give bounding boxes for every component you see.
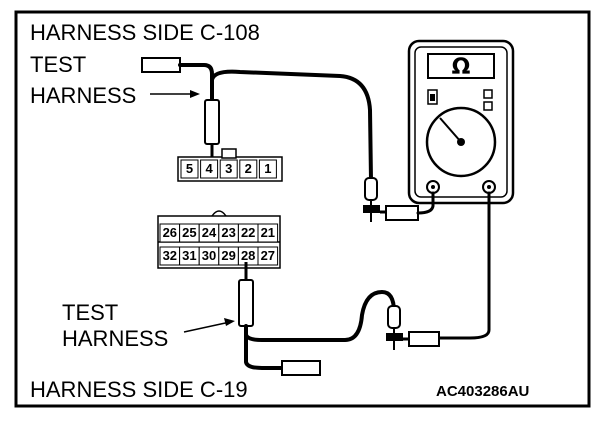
c108-pin-3: 3 — [225, 161, 232, 176]
arrowhead-bottom — [224, 318, 235, 326]
top-title: HARNESS SIDE C-108 — [30, 20, 260, 45]
c108-pin-2: 2 — [245, 161, 252, 176]
bottom-harness-plug — [281, 360, 321, 376]
c19-pin-24: 24 — [202, 225, 217, 240]
top-harness-plug-lead — [178, 63, 214, 102]
c108-pin-1-cell — [258, 159, 277, 179]
c19-pin-27-cell — [257, 246, 279, 266]
ohm-symbol: Ω — [452, 55, 471, 80]
c108-pin-5-cell — [180, 159, 199, 179]
meter-range-button — [427, 89, 438, 105]
c19-pin-29: 29 — [221, 248, 235, 263]
c19-pin-32: 32 — [163, 248, 177, 263]
meter-lead-right — [386, 305, 440, 350]
c19-pin-23: 23 — [221, 225, 235, 240]
c108-pin-4-cell — [200, 159, 219, 179]
bottom-probe-body — [238, 279, 254, 327]
c19-pin-27: 27 — [261, 248, 275, 263]
c108-pin-3-cell — [219, 159, 238, 179]
test-harness-top-line1: TEST — [30, 52, 86, 77]
test-harness-top-line2: HARNESS — [30, 83, 136, 108]
c19-pin-21-cell — [257, 223, 279, 243]
c108-pin-5: 5 — [186, 161, 193, 176]
connector-c19: 26 25 24 23 22 21 32 31 30 29 28 27 — [157, 210, 281, 269]
multimeter: Ω — [407, 39, 515, 205]
c19-pin-30: 30 — [202, 248, 216, 263]
c108-pin-1: 1 — [264, 161, 271, 176]
meter-indicator-1 — [483, 89, 493, 99]
bottom-title: HARNESS SIDE C-19 — [30, 377, 248, 402]
c19-pin-22: 22 — [241, 225, 255, 240]
wire-top-to-meter — [210, 69, 373, 182]
c19-pin-21: 21 — [261, 225, 275, 240]
c19-pin-25: 25 — [182, 225, 196, 240]
c108-pin-4: 4 — [205, 161, 213, 176]
c19-pin-28: 28 — [241, 248, 255, 263]
top-probe-body — [204, 99, 220, 145]
dial-pointer — [439, 117, 462, 143]
c19-pin-26: 26 — [163, 225, 177, 240]
test-harness-bottom-line1: TEST — [62, 300, 118, 325]
bottom-harness-plug-lead — [244, 333, 284, 370]
meter-display — [427, 53, 495, 79]
wire-bottom-harness — [244, 290, 396, 342]
leader-arrow-bottom — [183, 321, 231, 333]
figure-code: AC403286AU — [436, 383, 529, 400]
wire-meter-left-jack — [416, 191, 435, 215]
wire-meter-right-jack — [436, 191, 491, 340]
c108-pin-2-cell — [239, 159, 258, 179]
meter-lead-left — [363, 177, 419, 222]
arrowhead-top — [190, 90, 200, 98]
top-harness-plug — [141, 57, 181, 73]
test-harness-bottom-line2: HARNESS — [62, 326, 168, 351]
c19-pin-31: 31 — [182, 248, 196, 263]
meter-indicator-2 — [483, 101, 493, 111]
